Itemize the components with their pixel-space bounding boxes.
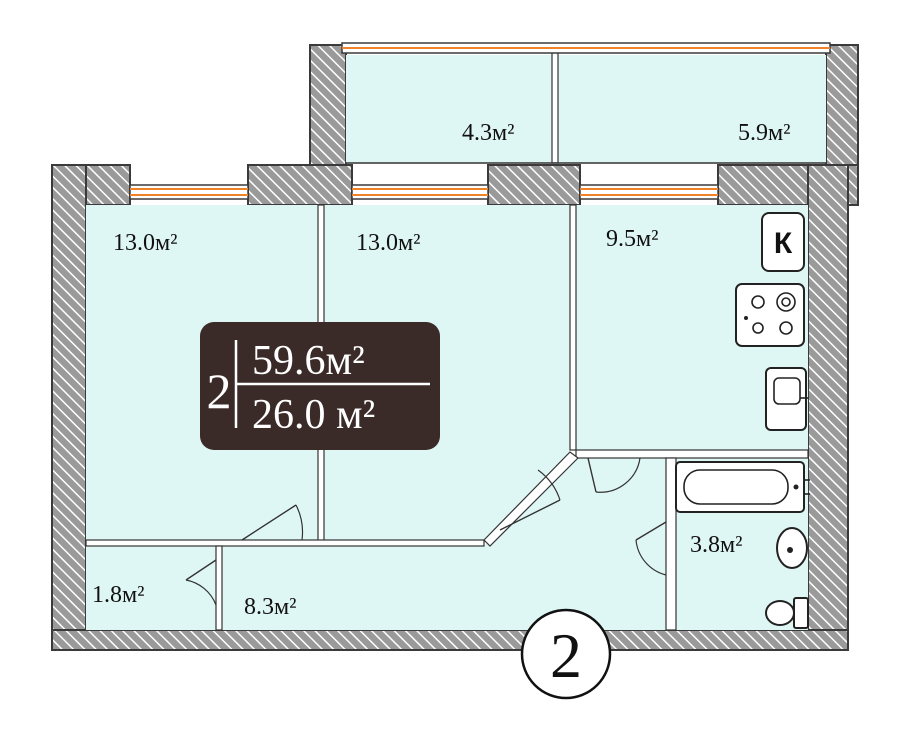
hallway-floor	[222, 458, 666, 630]
bedroom-left-window	[129, 184, 249, 200]
bedroom-left-area: 13.0м²	[113, 230, 177, 256]
balcony-left-area: 4.3м²	[462, 120, 514, 146]
bathroom-door	[635, 521, 667, 576]
balcony-right-area: 5.9м²	[738, 120, 790, 146]
total-area: 59.6м²	[252, 338, 365, 384]
summary-badge: 2 59.6м² 26.0 м²	[200, 322, 440, 450]
kitchen-marker: К	[761, 212, 805, 272]
storage-door	[185, 559, 217, 606]
storage-area: 1.8м²	[92, 582, 144, 608]
area-labels: 4.3м² 5.9м² 13.0м² 13.0м² 9.5м² 3.8м² 1.…	[92, 120, 790, 620]
room-floors	[86, 55, 826, 630]
stove-icon	[735, 283, 805, 347]
bedroom-middle-door	[499, 469, 561, 531]
toilet-icon	[765, 597, 809, 629]
balcony-left-floor	[346, 55, 552, 163]
kitchen-door	[587, 457, 641, 493]
kitchen-window	[579, 184, 719, 200]
doors	[185, 457, 667, 606]
unit-number: 2	[550, 620, 582, 691]
room-count: 2	[207, 363, 232, 419]
living-area: 26.0 м²	[252, 392, 375, 438]
bedroom-left-door	[241, 504, 304, 541]
kitchen-area: 9.5м²	[606, 226, 658, 252]
svg-text:К: К	[774, 227, 793, 260]
storage-floor	[86, 546, 216, 630]
unit-number-marker: 2	[520, 608, 612, 700]
bedroom-middle-window	[351, 184, 489, 200]
windows	[129, 42, 831, 200]
bedroom-middle-area: 13.0м²	[356, 230, 420, 256]
hallway-area: 8.3м²	[244, 594, 296, 620]
balcony-right-floor	[558, 55, 826, 163]
bathtub-icon	[675, 461, 810, 513]
bathroom-area: 3.8м²	[690, 532, 742, 558]
sink-icon	[765, 367, 808, 431]
washbasin-icon	[776, 527, 808, 569]
exterior-walls	[51, 44, 859, 651]
